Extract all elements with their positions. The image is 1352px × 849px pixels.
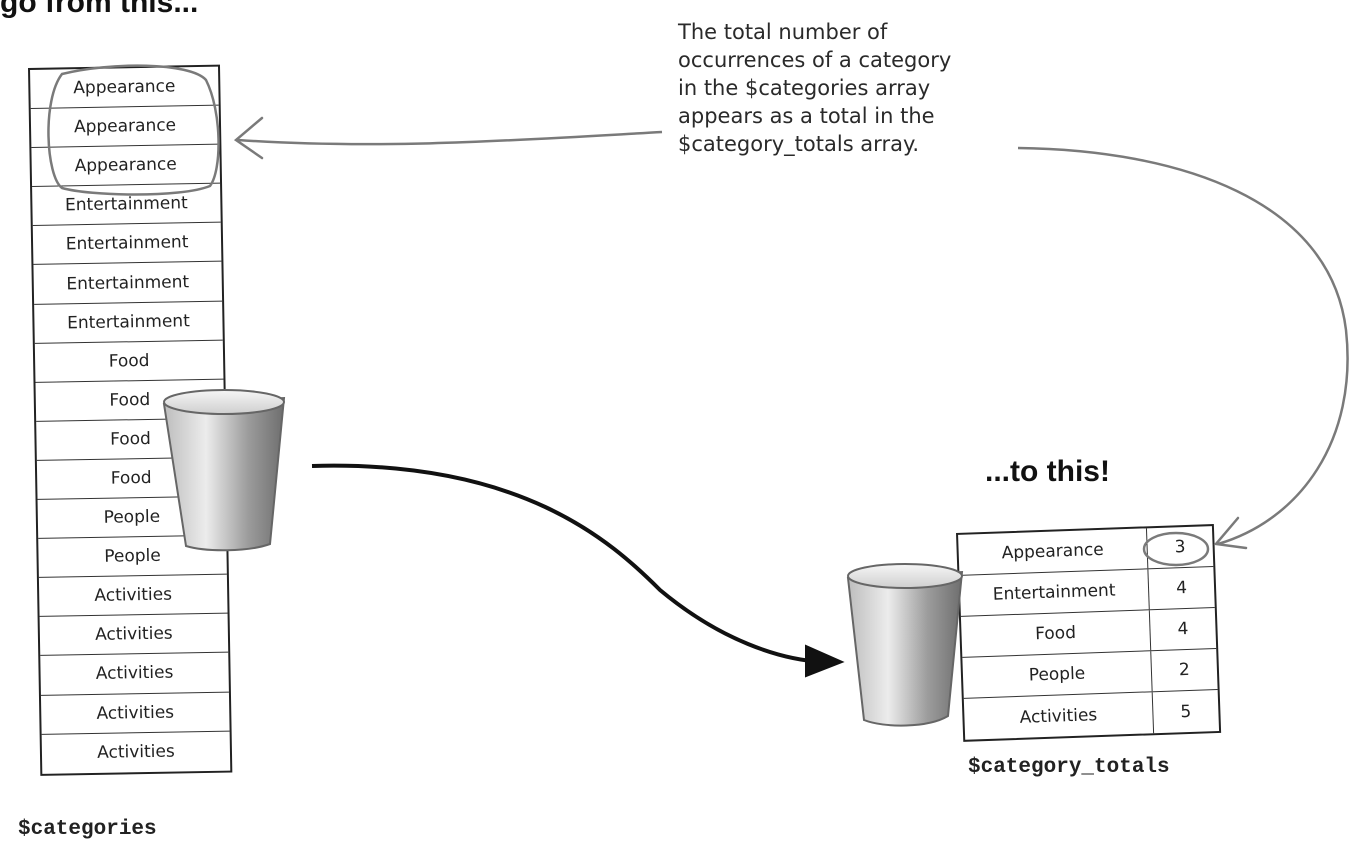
annotation-arrow-right [1017,146,1349,546]
annotation-line: $category_totals array. [678,132,920,156]
cup-icon [162,389,286,552]
appearance-group-circle [47,64,220,196]
annotation-note: The total number of occurrences of a cat… [678,18,1038,158]
annotation-arrow-left [237,130,663,146]
categories-array-name: $categories [18,818,157,841]
arrowhead-icon [1213,516,1248,550]
transform-arrow [311,463,825,664]
heading-to: ...to this! [985,455,1110,488]
annotation-line: appears as a total in the [678,104,935,128]
annotation-line: occurrences of a category [678,48,952,72]
cup-icon [846,563,964,727]
category-totals-array-name: $category_totals [968,756,1170,779]
annotation-line: in the $categories array [678,76,931,100]
arrowhead-icon [233,116,264,160]
total-value-circle [1142,531,1210,567]
heading-from: go from this... [0,0,199,19]
annotation-line: The total number of [678,20,888,44]
arrowhead-icon [805,644,845,678]
